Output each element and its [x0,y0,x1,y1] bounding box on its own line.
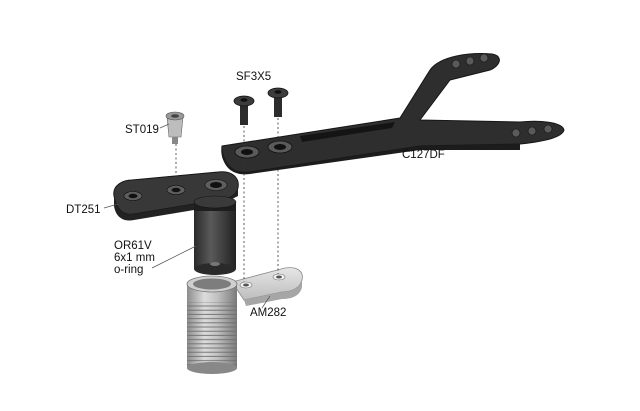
st019-standoff [165,111,185,144]
leader-lines [103,123,271,309]
label-or61v-type: o-ring [114,264,144,276]
c127df-plate [221,53,565,175]
label-am282: AM282 [250,307,287,319]
am282-bracket [231,267,303,306]
assembly-axes [175,118,279,282]
label-or61v: OR61V 6x1 mm o-ring [114,240,155,276]
or61v-oring-cylinder [193,195,237,275]
label-sf3x5: SF3X5 [236,71,272,83]
label-c127df: C127DF [402,149,445,161]
label-st019: ST019 [125,124,159,136]
dt251-plate [113,171,239,221]
label-or61v-code: OR61V [114,240,152,252]
label-dt251: DT251 [66,204,101,216]
threaded-tube [186,275,238,374]
label-or61v-size: 6x1 mm [114,252,155,264]
sf3x5-screws [233,87,289,125]
